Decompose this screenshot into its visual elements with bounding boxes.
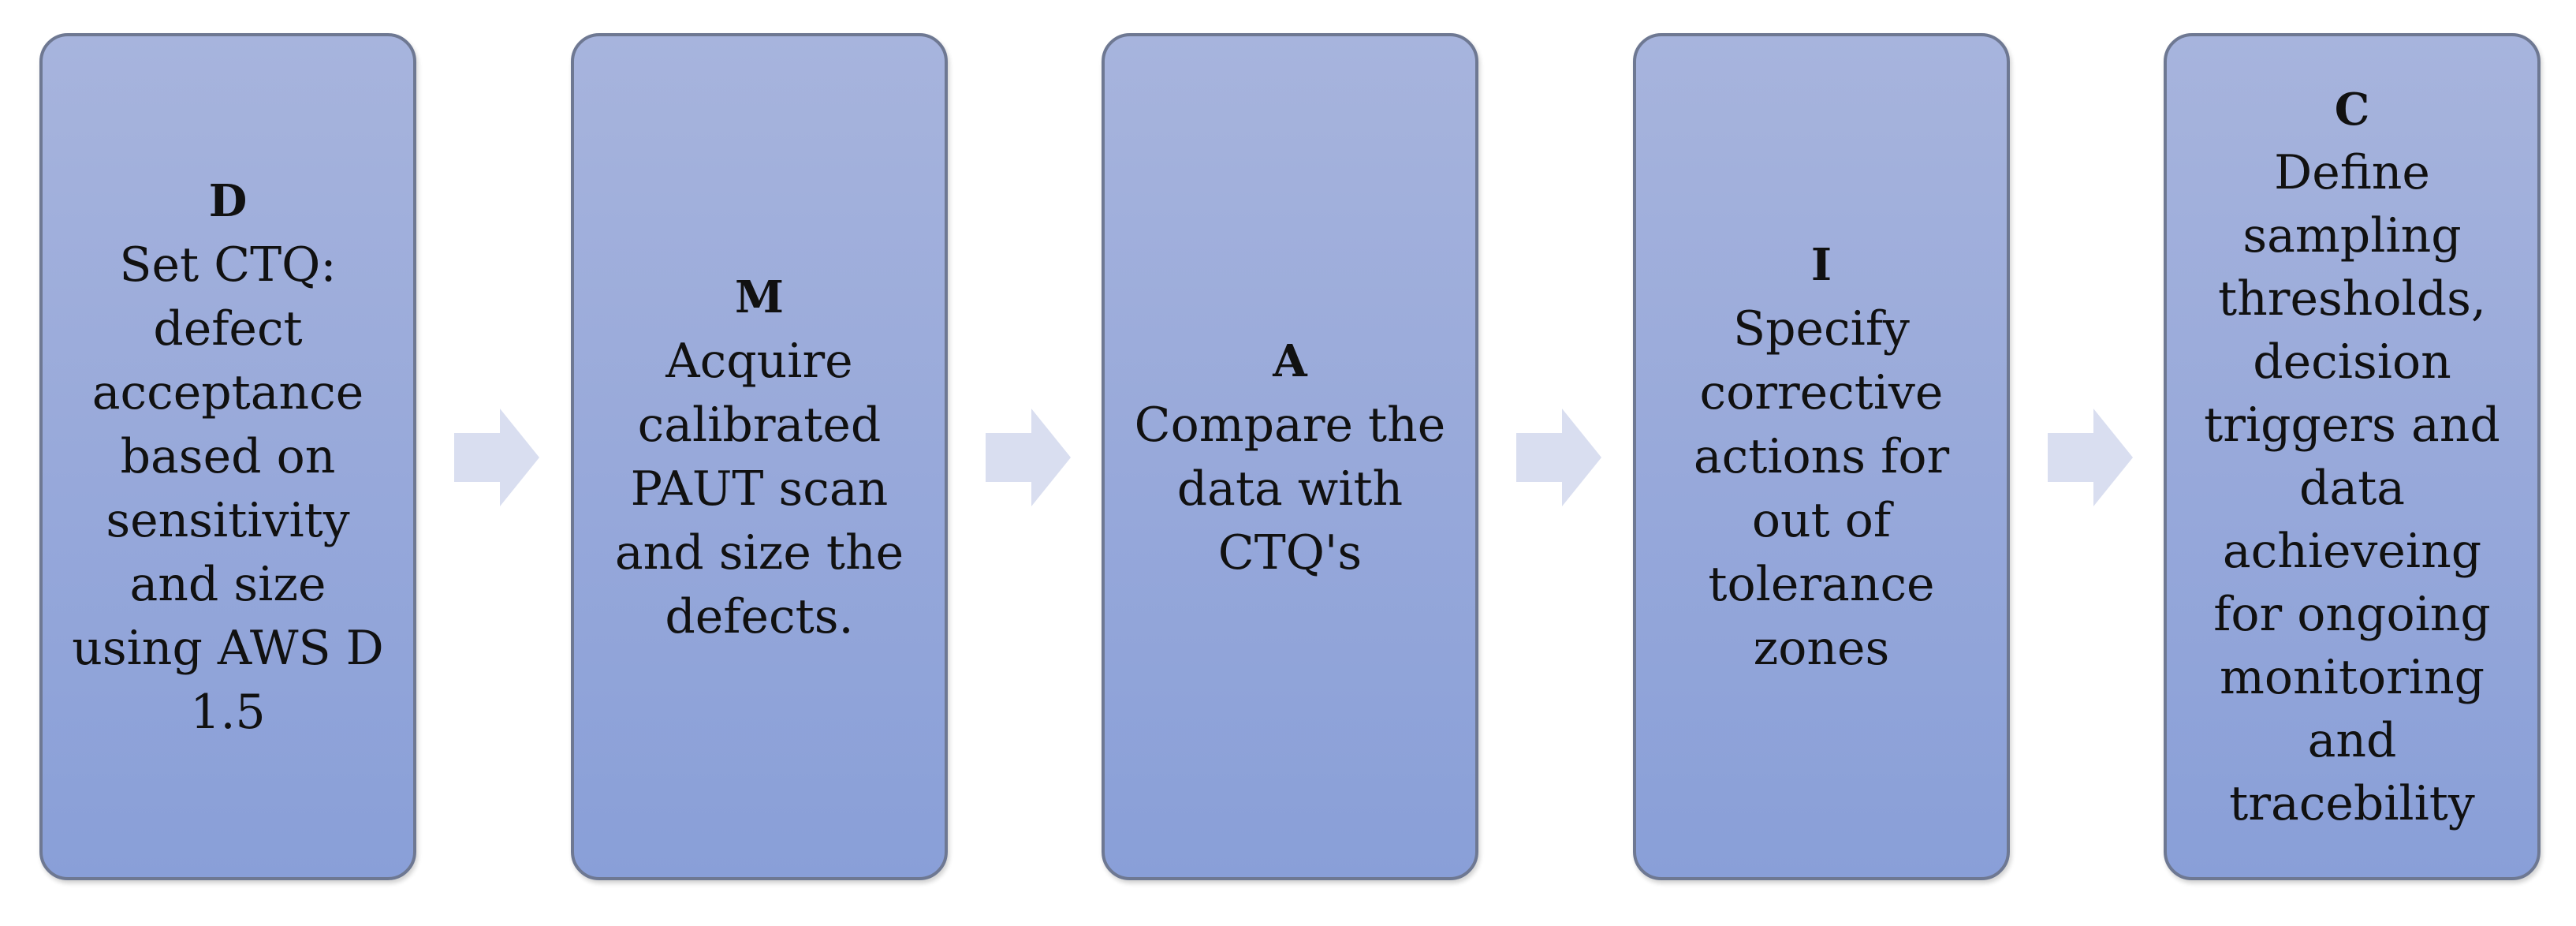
step-improve-box: I Specify corrective actions for out of … xyxy=(1633,33,2010,880)
step-improve-text: Specify corrective actions for out of to… xyxy=(1693,301,1950,676)
step-analyze-letter: A xyxy=(1273,334,1307,387)
step-measure-text: Acquire calibrated PAUT scan and size th… xyxy=(614,333,904,644)
step-measure-letter: M xyxy=(735,271,784,323)
arrow-right-icon xyxy=(2048,409,2133,506)
arrow-right-icon xyxy=(454,409,539,506)
step-improve-letter: I xyxy=(1810,239,1832,291)
step-analyze-box: A Compare the data with CTQ's xyxy=(1102,33,1478,880)
step-define-text: Set CTQ: defect acceptance based on sens… xyxy=(72,237,384,740)
step-analyze-text: Compare the data with CTQ's xyxy=(1134,397,1446,581)
step-control-box: C Define sampling thresholds, decision t… xyxy=(2164,33,2541,880)
arrow-right-icon xyxy=(1516,409,1601,506)
arrow-right-icon xyxy=(986,409,1071,506)
step-define-box: D Set CTQ: defect acceptance based on se… xyxy=(39,33,416,880)
step-measure-box: M Acquire calibrated PAUT scan and size … xyxy=(571,33,948,880)
step-define-letter: D xyxy=(208,175,248,227)
step-control-letter: C xyxy=(2334,84,2370,136)
step-control-text: Define sampling thresholds, decision tri… xyxy=(2204,145,2500,831)
